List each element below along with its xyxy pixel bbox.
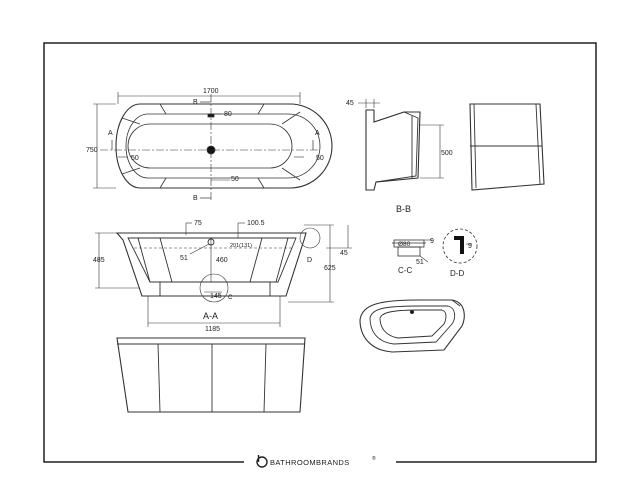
section-aa-label: A-A xyxy=(203,311,218,321)
brand-logo: BATHROOMBRANDS ® xyxy=(256,455,376,468)
brand-name: BATHROOMBRANDS xyxy=(270,458,350,467)
aa-51-label: 51 xyxy=(180,255,188,262)
top-offset-bottom-label: 50 xyxy=(231,176,239,183)
section-bb-view xyxy=(358,99,444,191)
section-mark-a-left: A xyxy=(108,130,113,137)
detail-dd-label: D-D xyxy=(450,269,464,278)
side-view xyxy=(469,103,545,191)
aa-length-label: 1185 xyxy=(205,326,220,333)
cc-51-label: 51 xyxy=(416,259,424,266)
aa-45-label: 45 xyxy=(340,250,348,257)
section-mark-b-top: B xyxy=(193,99,198,106)
perspective-view xyxy=(359,299,465,353)
aa-mark-c: C xyxy=(228,295,233,301)
aa-145-label: 145 xyxy=(210,293,222,300)
aa-mark-d: D xyxy=(307,257,312,264)
top-offset-top-label: 80 xyxy=(224,111,232,118)
top-height-label: 750 xyxy=(86,147,98,154)
section-bb-label: B-B xyxy=(396,204,411,214)
top-width-label: 1700 xyxy=(203,88,219,95)
top-offset-right-label: 50 xyxy=(316,155,324,162)
aa-75-label: 75 xyxy=(194,220,202,227)
cc-9-label: 9 xyxy=(430,238,434,245)
brand-icon xyxy=(256,456,268,468)
bb-45-label: 45 xyxy=(346,100,354,107)
aa-485-label: 485 xyxy=(93,257,105,264)
top-offset-left-label: 50 xyxy=(131,155,139,162)
aa-201-label: 201(131) xyxy=(230,243,252,249)
cc-80-label: Ø80 xyxy=(398,241,411,248)
detail-cc xyxy=(392,239,432,263)
front-elevation xyxy=(116,337,306,413)
aa-625-label: 625 xyxy=(324,265,336,272)
brand-registered-mark: ® xyxy=(372,455,376,462)
section-aa-view xyxy=(95,222,352,327)
aa-460-label: 460 xyxy=(216,257,228,264)
aa-100-label: 100.5 xyxy=(247,220,265,227)
section-mark-a-right: A xyxy=(315,130,320,137)
top-view xyxy=(93,92,333,200)
detail-cc-label: C-C xyxy=(398,266,412,275)
section-mark-b-bottom: B xyxy=(193,195,198,202)
bb-500-label: 500 xyxy=(441,150,453,157)
dd-9-label: 9 xyxy=(468,243,472,250)
detail-dd xyxy=(442,228,478,264)
